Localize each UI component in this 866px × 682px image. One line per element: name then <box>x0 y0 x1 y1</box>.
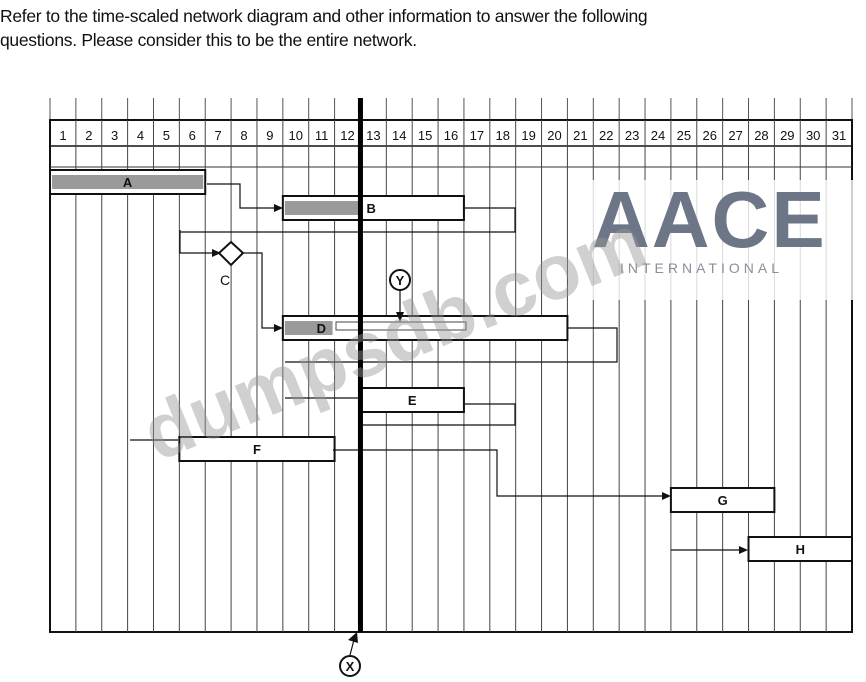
column-number: 4 <box>137 128 144 143</box>
column-number: 3 <box>111 128 118 143</box>
column-number: 9 <box>266 128 273 143</box>
activity-label: A <box>123 175 133 190</box>
column-number: 2 <box>85 128 92 143</box>
column-number: 20 <box>547 128 561 143</box>
arrowhead <box>662 492 671 500</box>
question-line-1: Refer to the time-scaled network diagram… <box>0 6 648 26</box>
column-number: 16 <box>444 128 458 143</box>
column-number: 29 <box>780 128 794 143</box>
column-number: 17 <box>470 128 484 143</box>
marker-x-label: X <box>346 659 355 674</box>
activity-bar-h <box>747 536 853 562</box>
link-c-d <box>243 252 280 329</box>
arrowhead <box>396 312 404 322</box>
marker-y-label: Y <box>396 273 405 288</box>
column-number: 21 <box>573 128 587 143</box>
column-number: 22 <box>599 128 613 143</box>
link-to-c <box>179 230 218 254</box>
column-number: 13 <box>366 128 380 143</box>
activity-label: D <box>317 321 326 336</box>
activity-bar-g <box>669 487 776 513</box>
link-f-g <box>333 449 668 497</box>
column-number: 30 <box>806 128 820 143</box>
logo-text: AACE <box>592 175 827 264</box>
column-number: 7 <box>215 128 222 143</box>
column-number: 10 <box>289 128 303 143</box>
activity-bar-f <box>178 436 336 462</box>
arrowhead <box>212 249 221 257</box>
activity-label: H <box>796 542 805 557</box>
aace-logo: AACE INTERNATIONAL <box>588 180 866 300</box>
column-number: 14 <box>392 128 406 143</box>
arrowhead <box>739 546 748 554</box>
progress-fill <box>284 201 359 215</box>
link-b-float <box>180 207 516 233</box>
arrowhead <box>274 324 283 332</box>
milestone-c-diamond <box>217 240 245 267</box>
column-number: 27 <box>728 128 742 143</box>
link-a-b <box>207 183 280 209</box>
column-number: 26 <box>702 128 716 143</box>
grid-frame <box>49 119 853 633</box>
marker-x-circle <box>339 655 361 677</box>
arrowhead <box>274 204 283 212</box>
column-number: 23 <box>625 128 639 143</box>
column-number: 25 <box>677 128 691 143</box>
column-number: 8 <box>240 128 247 143</box>
activity-bar-e <box>359 387 465 413</box>
question-text: Refer to the time-scaled network diagram… <box>0 4 866 52</box>
column-number: 24 <box>651 128 665 143</box>
question-line-2: questions. Please consider this to be th… <box>0 30 417 50</box>
column-number: 5 <box>163 128 170 143</box>
column-number: 6 <box>189 128 196 143</box>
activity-label: F <box>253 442 261 457</box>
link-d-float <box>285 327 618 363</box>
milestone-label: C <box>220 272 230 288</box>
progress-fill <box>52 175 204 189</box>
remaining-strip <box>335 321 467 331</box>
activity-label: B <box>366 201 375 216</box>
column-number: 11 <box>315 128 329 143</box>
activity-label: E <box>408 393 417 408</box>
column-number: 28 <box>754 128 768 143</box>
progress-fill <box>284 321 333 335</box>
logo-subtext: INTERNATIONAL <box>620 260 783 276</box>
column-number: 15 <box>418 128 432 143</box>
column-number: 18 <box>496 128 510 143</box>
column-number: 12 <box>340 128 354 143</box>
link-e-float <box>362 403 516 426</box>
column-number: 31 <box>832 128 846 143</box>
arrowhead <box>348 632 358 643</box>
column-number: 19 <box>521 128 535 143</box>
column-number: 1 <box>59 128 66 143</box>
activity-label: G <box>718 493 728 508</box>
